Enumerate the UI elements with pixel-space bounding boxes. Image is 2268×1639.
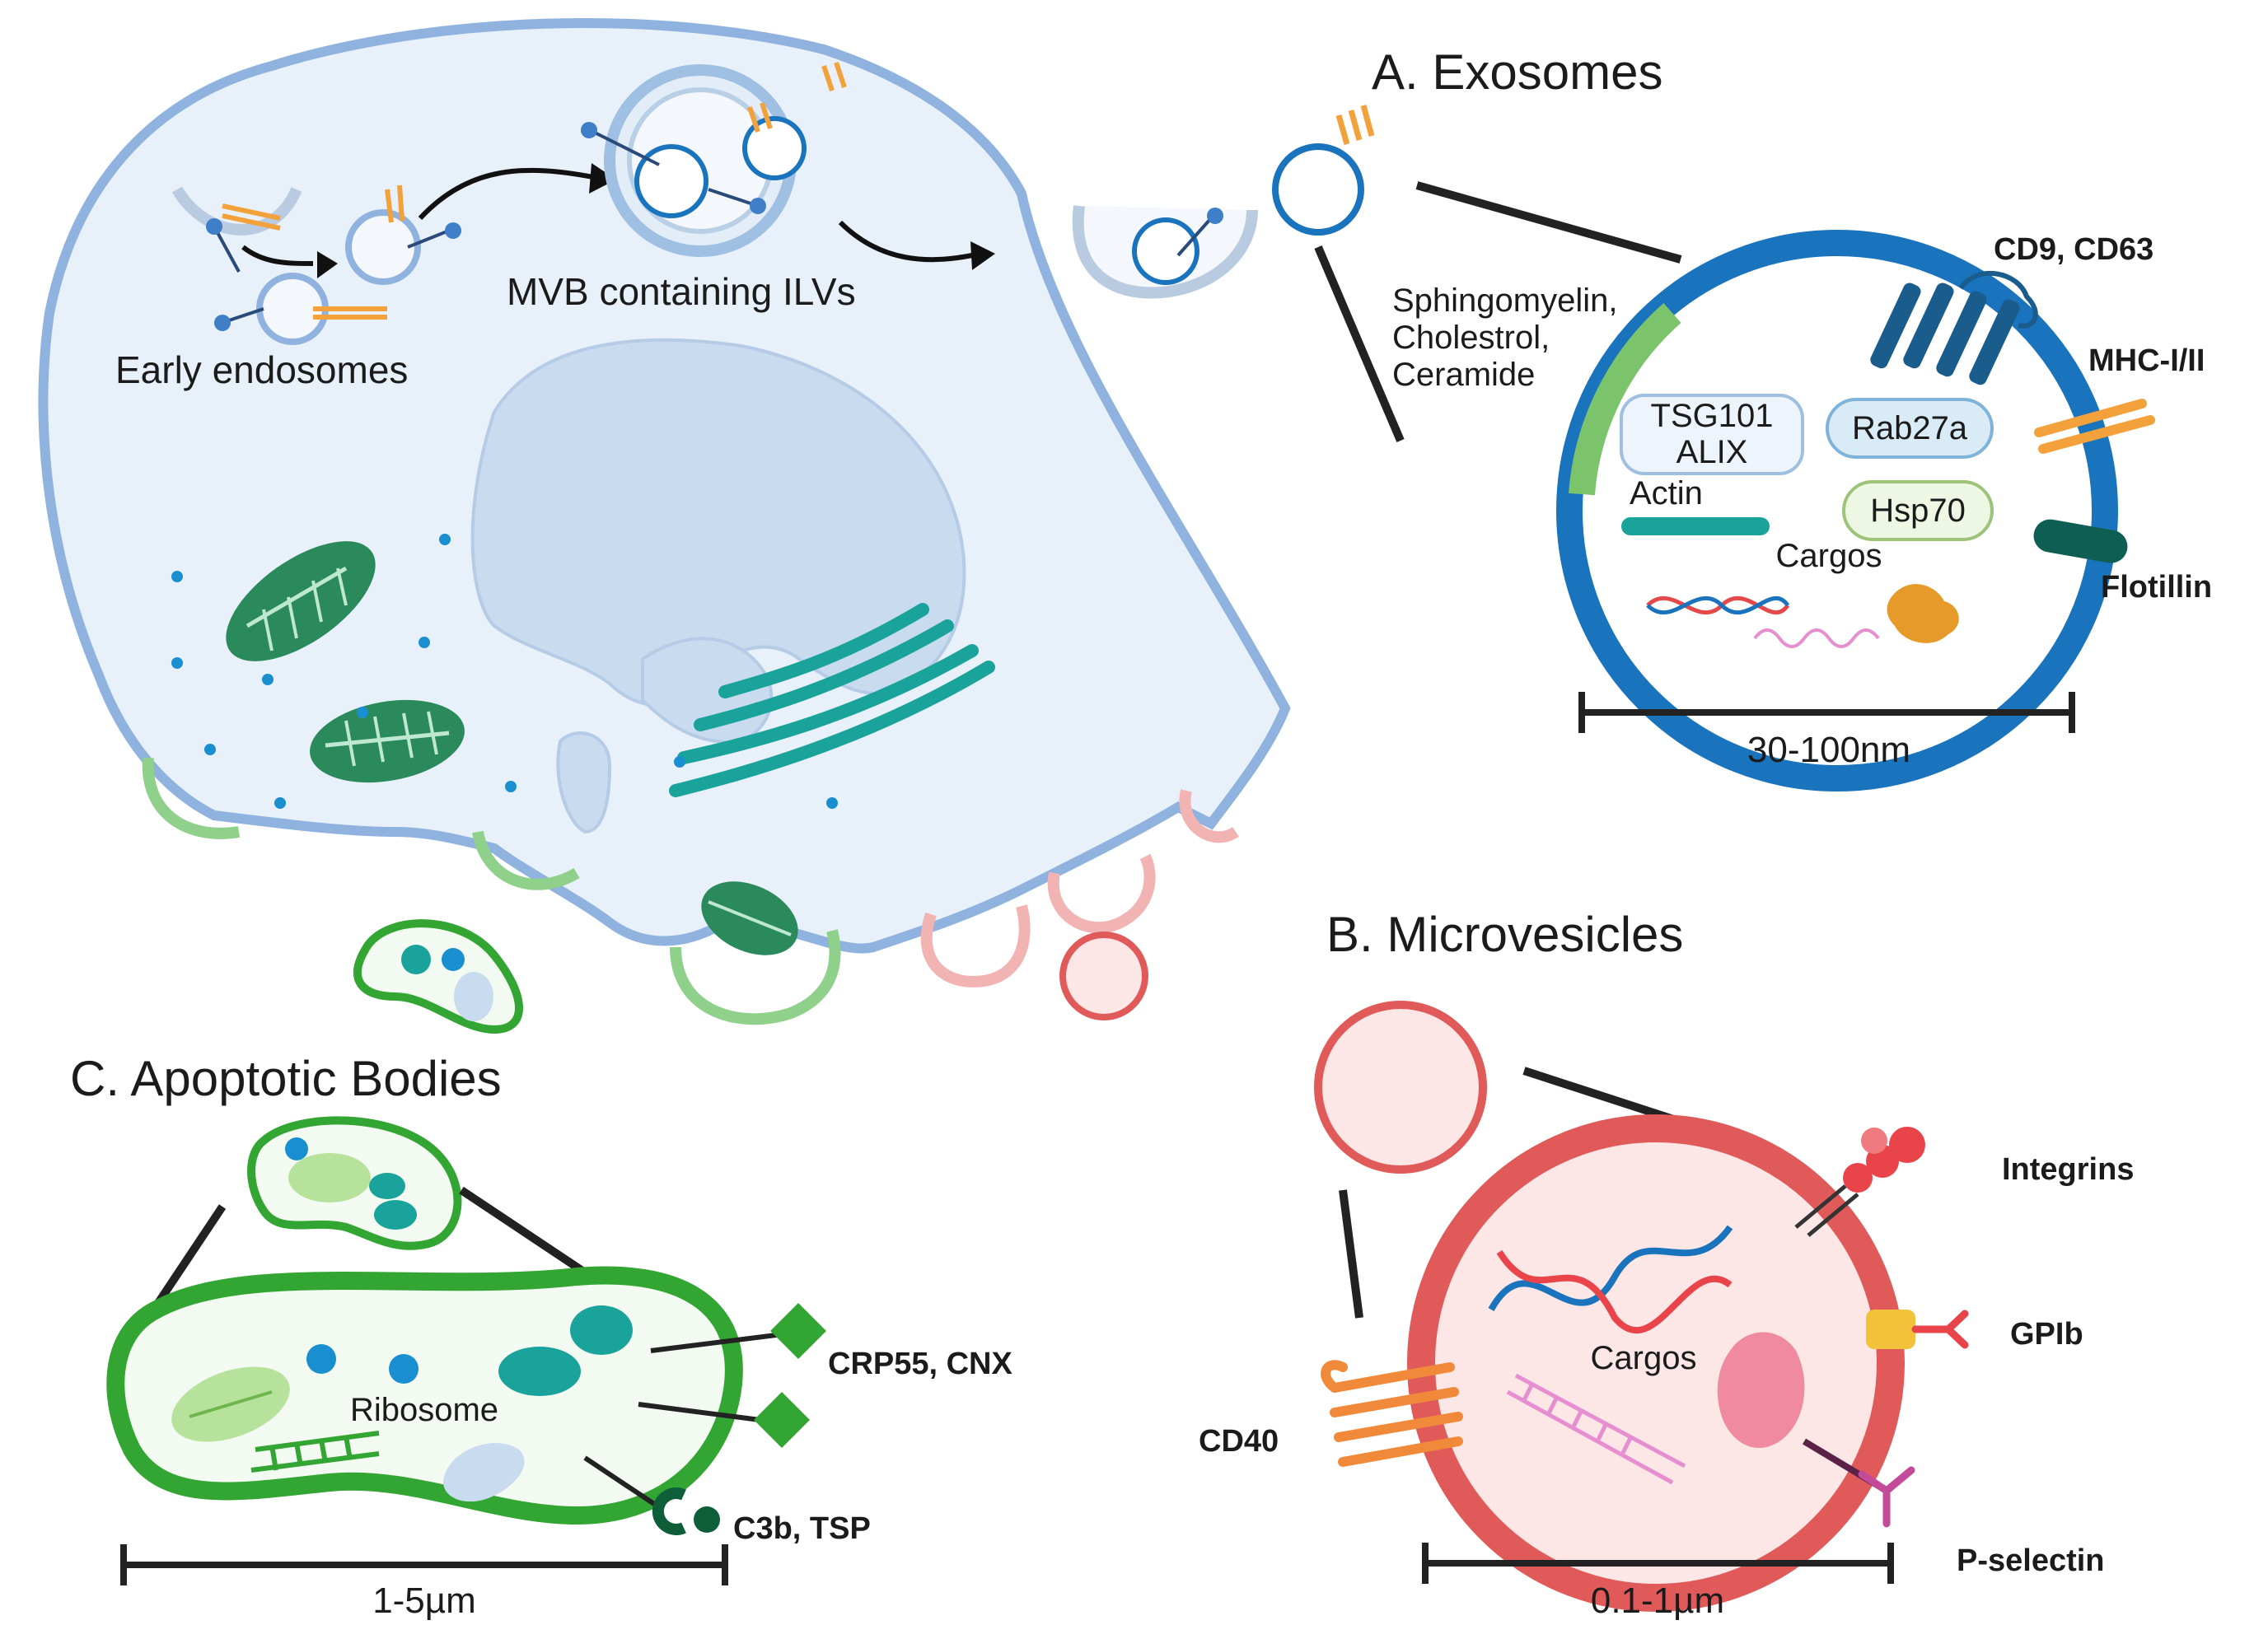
microvesicle-lumen bbox=[1407, 1114, 1905, 1612]
flotillin-protein bbox=[2033, 519, 2128, 563]
cd40-label: CD40 bbox=[1199, 1424, 1279, 1459]
exosome-protein-icon bbox=[1887, 584, 1959, 643]
early-endosome bbox=[345, 184, 461, 285]
mvb-label: MVB containing ILVs bbox=[507, 270, 856, 313]
integrin-receptor bbox=[1794, 1127, 1925, 1237]
apoptotic-scale-bar bbox=[120, 1544, 728, 1585]
dna-fragment-icon bbox=[250, 1431, 380, 1473]
crp55-cnx-receptor bbox=[638, 1303, 826, 1448]
er-fragment bbox=[556, 731, 612, 834]
exosome-cargos-label: Cargos bbox=[1776, 538, 1882, 574]
exocytosis-site bbox=[1072, 205, 1258, 299]
cd9-cd63-label: CD9, CD63 bbox=[1994, 232, 2153, 267]
microvesicle-size-label: 0.1-1µm bbox=[1591, 1581, 1724, 1621]
exosome-scale-bar bbox=[1578, 692, 2075, 733]
cd40-receptor bbox=[1321, 1360, 1463, 1467]
microvesicle-panel: B. Microvesicles Integrins GPIb P-selec bbox=[1199, 907, 2134, 1621]
rab27a-label: Rab27a bbox=[1852, 410, 1968, 446]
microvesicle-dna-icon bbox=[1488, 1225, 1733, 1334]
hsp70-label: Hsp70 bbox=[1870, 493, 1966, 529]
golgi bbox=[669, 603, 995, 797]
released-exosome bbox=[1272, 105, 1375, 236]
membrane-bud-red bbox=[920, 789, 1239, 988]
c3b-tsp-receptor bbox=[583, 1455, 720, 1535]
actin-filament bbox=[1621, 517, 1770, 535]
exosomes-title: A. Exosomes bbox=[1372, 44, 1662, 100]
released-apoptotic-body bbox=[353, 919, 523, 1034]
mitochondrion bbox=[310, 699, 465, 783]
apoptotic-body-small bbox=[247, 1116, 462, 1250]
apoptotic-title: C. Apoptotic Bodies bbox=[70, 1051, 502, 1106]
rab27a-box bbox=[1826, 398, 1994, 459]
exosome-dna-icon bbox=[1646, 595, 1790, 615]
ribosome-dot bbox=[306, 1344, 336, 1374]
microvesicle-cargos-label: Cargos bbox=[1591, 1340, 1697, 1376]
tsg101-label: TSG101 bbox=[1651, 398, 1774, 434]
lipid-raft-arc bbox=[1569, 302, 1681, 496]
microvesicle-small bbox=[1314, 1001, 1487, 1174]
alix-label: ALIX bbox=[1676, 434, 1748, 470]
exosome-size-label: 30-100nm bbox=[1747, 730, 1910, 770]
exosome-panel: A. Exosomes CD9, CD63 MHC-I/II Flotillin… bbox=[1314, 44, 2212, 791]
actin-label: Actin bbox=[1630, 475, 1703, 511]
p-selectin-receptor bbox=[1802, 1438, 1915, 1528]
cell: Early endosomes MVB containing ILVs bbox=[38, 18, 1375, 1034]
apoptotic-size-label: 1-5µm bbox=[372, 1581, 476, 1621]
tetraspanin-cd9-cd63 bbox=[1870, 283, 2020, 385]
multivesicular-body bbox=[581, 62, 847, 257]
membrane-bud-green bbox=[142, 757, 841, 1025]
lipids-label-line2: Cholestrol, bbox=[1392, 320, 1550, 356]
lipids-label-line1: Sphingomyelin, bbox=[1392, 283, 1618, 319]
budded-microvesicle bbox=[1059, 932, 1148, 1020]
nuclear-fragment bbox=[570, 1305, 633, 1355]
mitochondrion bbox=[701, 881, 798, 955]
hsp70-box bbox=[1842, 480, 1994, 541]
integrins-label: Integrins bbox=[2002, 1152, 2134, 1187]
flotillin-label: Flotillin bbox=[2101, 570, 2212, 605]
microvesicle-scale-bar bbox=[1422, 1543, 1894, 1584]
p-selectin-label: P-selectin bbox=[1957, 1543, 2105, 1578]
lipids-label-line3: Ceramide bbox=[1392, 357, 1535, 393]
er-fragment bbox=[443, 1442, 525, 1502]
gpib-receptor bbox=[1866, 1310, 1969, 1349]
early-endosomes-label: Early endosomes bbox=[115, 348, 408, 391]
tsg101-alix-box bbox=[1620, 394, 1804, 475]
microvesicles-title: B. Microvesicles bbox=[1326, 907, 1683, 962]
cytoplasmic-dots bbox=[171, 534, 838, 809]
gpib-label: GPIb bbox=[2010, 1317, 2083, 1352]
arrowheads bbox=[317, 163, 995, 278]
c3b-tsp-label: C3b, TSP bbox=[733, 1511, 871, 1546]
endocytic-pit bbox=[171, 186, 302, 273]
mhc-receptor bbox=[2034, 399, 2155, 454]
crp55-cnx-label: CRP55, CNX bbox=[828, 1347, 1012, 1381]
ribosome-dot bbox=[389, 1354, 419, 1384]
microvesicle-rna-icon bbox=[1506, 1373, 1686, 1485]
apoptotic-mitochondrion bbox=[171, 1366, 290, 1442]
apoptotic-panel: C. Apoptotic Bodies Ribosome bbox=[70, 1051, 1012, 1621]
nuclear-fragment bbox=[498, 1347, 581, 1396]
mitochondrion bbox=[226, 541, 376, 661]
early-endosome bbox=[214, 273, 387, 345]
ribosome-label: Ribosome bbox=[350, 1392, 498, 1428]
zoom-lines bbox=[1314, 181, 1682, 442]
mhc-label: MHC-I/II bbox=[2088, 343, 2205, 378]
cd9-loop bbox=[1958, 271, 2038, 329]
microvesicle-protein-icon bbox=[1717, 1332, 1805, 1449]
pathway-arrows bbox=[241, 167, 973, 266]
exosome-rna-icon bbox=[1753, 628, 1880, 648]
